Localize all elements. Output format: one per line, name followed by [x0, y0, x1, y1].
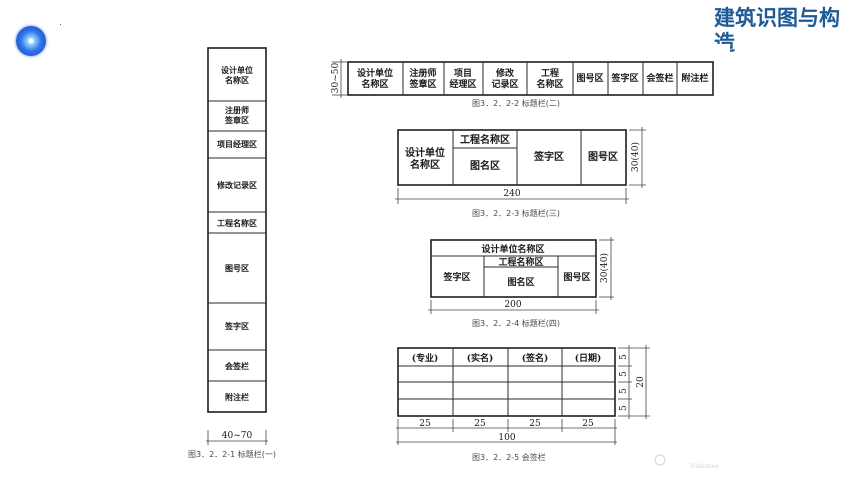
fig5-col-dim-4: 25 [582, 419, 594, 429]
fig5-row-dim-1: 5 [619, 354, 629, 360]
fig1-row-2: 注册师签章区 [224, 105, 249, 125]
figure-panel [304, 44, 730, 464]
watermark: Slidesbee [654, 454, 719, 470]
fig3-drawing-no: 图号区 [588, 151, 618, 163]
fig5-col-dim-3: 25 [529, 419, 541, 429]
slide-title: 建筑识图与构造 [714, 6, 840, 55]
decorative-dot [60, 24, 61, 25]
fig2-cell-1: 设计单位名称区 [357, 67, 393, 90]
fig3-frame [397, 129, 627, 186]
fig5-col-dim-1: 25 [419, 419, 431, 429]
fig5-header-3: (签名) [522, 352, 549, 364]
logo-icon [16, 26, 46, 56]
fig4-design-unit: 设计单位名称区 [481, 243, 544, 255]
fig2-cell-3: 项目经理区 [449, 68, 476, 90]
fig2-caption: 图3．2．2-2 标题栏(二) [472, 98, 560, 108]
figure-3: 设计单位名称区 工程名称区 图名区 签字区 图号区 240 30(40) 图3．… [395, 127, 646, 218]
fig2-cell-9: 附注栏 [681, 72, 708, 84]
fig1-row-3: 项目经理区 [217, 139, 257, 149]
fig5-total-dim: 100 [498, 433, 515, 443]
fig2-cell-7: 签字区 [610, 72, 638, 84]
fig1-row-4: 修改记录区 [216, 180, 257, 190]
figure-1: 设计单位名称区 注册师签章区 项目经理区 修改记录区 工程名称区 图号区 签字区… [188, 47, 276, 459]
fig1-row-1: 设计单位名称区 [221, 65, 253, 85]
fig1-row-6: 图号区 [225, 263, 249, 273]
fig5-header-1: (专业) [412, 352, 439, 364]
fig4-drawing-name: 图名区 [507, 276, 534, 288]
fig1-width-dim: 40~70 [222, 431, 253, 441]
fig5-col-dim-2: 25 [474, 419, 486, 429]
fig2-cell-2: 注册师签章区 [408, 67, 436, 90]
fig1-row-7: 签字区 [224, 321, 249, 331]
fig5-caption: 图3．2．2-5 会签栏 [472, 452, 546, 462]
fig2-cell-8: 会签栏 [646, 72, 673, 84]
fig4-height-dim: 30(40) [599, 253, 610, 283]
fig1-caption: 图3．2．2-1 标题栏(一) [188, 449, 276, 459]
fig2-cell-5: 工程名称区 [536, 67, 563, 90]
fig4-width-dim: 200 [504, 300, 521, 310]
fig3-drawing-name: 图名区 [470, 159, 500, 172]
fig2-frame [347, 61, 714, 96]
fig3-design-unit: 设计单位名称区 [405, 146, 445, 171]
fig5-height-dim: 20 [636, 376, 646, 388]
fig3-caption: 图3．2．2-3 标题栏(三) [472, 208, 560, 218]
fig1-frame [207, 47, 267, 413]
fig2-cell-4: 修改记录区 [491, 67, 518, 90]
fig3-signature: 签字区 [533, 150, 564, 163]
figure-4: 设计单位名称区 签字区 工程名称区 图名区 图号区 200 30(40) 图3．… [428, 237, 614, 328]
fig1-row-5: 工程名称区 [217, 218, 257, 228]
fig3-height-dim: 30(40) [630, 142, 641, 172]
watermark-text: Slidesbee [690, 463, 719, 470]
fig1-row-8: 会签栏 [225, 361, 249, 371]
fig4-signature: 签字区 [442, 271, 470, 283]
fig3-width-dim: 240 [503, 189, 520, 199]
fig5-header-2: (实名) [467, 352, 494, 364]
fig4-drawing-no: 图号区 [563, 272, 590, 283]
figure-2: 设计单位名称区 注册师签章区 项目经理区 修改记录区 工程名称区 图号区 签字区… [331, 59, 714, 108]
fig5-row-dim-4: 5 [619, 405, 629, 411]
fig4-frame [430, 239, 597, 298]
fig5-row-dim-2: 5 [619, 371, 629, 377]
fig4-caption: 图3．2．2-4 标题栏(四) [472, 318, 560, 328]
fig4-project-name: 工程名称区 [498, 256, 543, 268]
fig3-project-name: 工程名称区 [460, 133, 510, 146]
fig2-height-dim: 30~50 [331, 63, 341, 94]
fig5-row-dim-3: 5 [619, 388, 629, 394]
fig2-cell-6: 图号区 [576, 73, 603, 84]
fig1-row-9: 附注栏 [225, 392, 249, 402]
figure-5: (专业) (实名) (签名) (日期) 25 25 25 25 100 5 5 … [396, 345, 650, 462]
fig5-header-4: (日期) [575, 352, 602, 364]
